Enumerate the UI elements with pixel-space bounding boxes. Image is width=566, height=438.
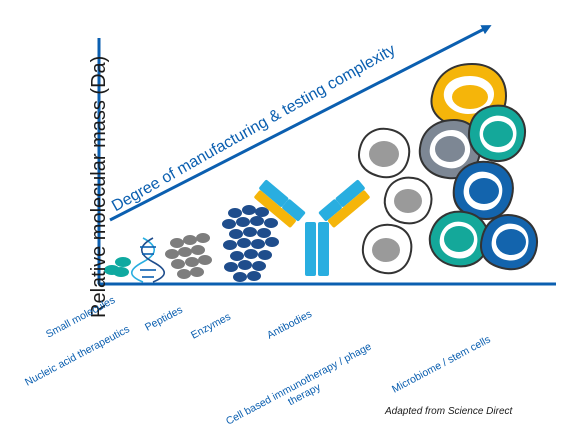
antibody-icon (254, 180, 370, 276)
y-axis-label: Relative molecular mass (Da) (88, 55, 110, 318)
small-molecule-icon (104, 257, 131, 277)
source-credit: Adapted from Science Direct (385, 406, 513, 417)
trend-arrow (109, 25, 492, 222)
stem-cell-icon (418, 62, 538, 271)
enzyme-icon (222, 205, 279, 282)
peptide-icon (165, 233, 212, 279)
dna-helix-icon (130, 237, 166, 283)
diagram-canvas (97, 25, 556, 286)
phage-cell-icon (358, 127, 433, 275)
complexity-diagram: Relative molecular mass (Da) Degree of m… (23, 25, 556, 428)
